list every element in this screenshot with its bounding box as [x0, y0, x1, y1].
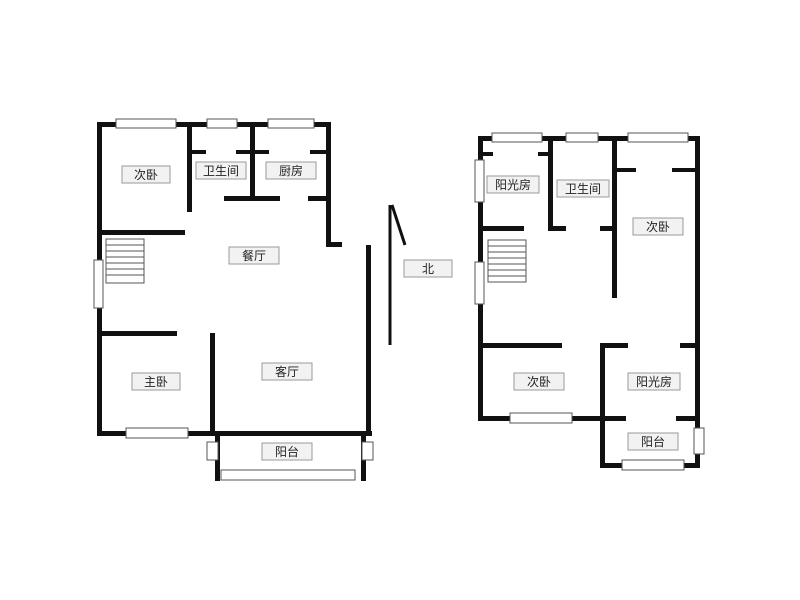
- window: [206, 441, 219, 461]
- right-floor-plan: 阳光房 卫生间 次卧 次卧 阳光房 阳台: [474, 132, 705, 471]
- window: [474, 261, 485, 305]
- svg-text:阳光房: 阳光房: [636, 374, 672, 389]
- wall: [250, 122, 255, 200]
- wall: [600, 343, 605, 468]
- room-label-sunroom-bottom: 阳光房: [627, 372, 681, 391]
- room-label-balcony: 阳台: [627, 432, 679, 451]
- compass-needle-icon: [390, 204, 407, 246]
- window: [693, 427, 705, 455]
- staircase: [105, 238, 145, 284]
- wall: [680, 343, 700, 348]
- wall: [672, 168, 696, 172]
- wall: [676, 416, 700, 421]
- wall: [192, 150, 206, 154]
- svg-text:次卧: 次卧: [134, 168, 158, 182]
- room-label-master-bedroom: 主卧: [131, 372, 181, 391]
- svg-text:餐厅: 餐厅: [242, 248, 266, 263]
- wall: [478, 343, 562, 348]
- wall: [310, 150, 326, 154]
- window: [93, 259, 104, 309]
- wall: [600, 343, 628, 348]
- room-label-living-room: 客厅: [261, 362, 313, 381]
- wall: [308, 196, 330, 201]
- window: [115, 118, 177, 129]
- room-label-balcony: 阳台: [261, 442, 313, 461]
- room-label-dining-room: 餐厅: [228, 246, 280, 265]
- wall: [187, 122, 192, 212]
- svg-text:主卧: 主卧: [144, 375, 168, 389]
- wall: [97, 331, 177, 336]
- svg-text:阳台: 阳台: [275, 444, 299, 459]
- svg-text:次卧: 次卧: [646, 220, 670, 234]
- room-label-bedroom-right: 次卧: [632, 217, 684, 236]
- room-label-bathroom: 卫生间: [556, 179, 610, 198]
- wall: [255, 150, 269, 154]
- wall: [614, 168, 636, 172]
- wall: [212, 431, 372, 436]
- window: [509, 412, 573, 424]
- left-room-labels: 次卧 卫生间 厨房 餐厅 主卧 客厅: [121, 161, 317, 461]
- wall: [236, 150, 250, 154]
- room-label-bedroom-bottom: 次卧: [513, 372, 565, 391]
- left-staircase: [105, 238, 145, 284]
- staircase: [487, 239, 527, 283]
- window: [565, 132, 599, 143]
- wall: [695, 136, 700, 421]
- wall: [538, 152, 550, 156]
- right-staircase: [487, 239, 527, 283]
- window: [125, 427, 189, 439]
- svg-text:厨房: 厨房: [279, 163, 303, 178]
- room-label-kitchen: 厨房: [265, 161, 317, 180]
- wall: [210, 333, 215, 436]
- window: [474, 159, 485, 203]
- wall: [97, 230, 185, 235]
- room-label-sunroom-top: 阳光房: [486, 175, 540, 194]
- window: [206, 118, 238, 129]
- window: [491, 132, 543, 143]
- wall: [548, 226, 566, 231]
- left-floor-plan: 次卧 卫生间 厨房 餐厅 主卧 客厅: [93, 118, 374, 481]
- wall: [224, 196, 280, 201]
- svg-text:次卧: 次卧: [527, 375, 551, 389]
- wall: [326, 242, 342, 247]
- window: [220, 469, 356, 481]
- right-room-labels: 阳光房 卫生间 次卧 次卧 阳光房 阳台: [486, 175, 684, 451]
- svg-text:客厅: 客厅: [275, 364, 299, 379]
- room-label-bathroom: 卫生间: [195, 161, 247, 180]
- wall: [480, 226, 524, 231]
- wall: [366, 245, 371, 435]
- window: [267, 118, 315, 129]
- right-windows: [474, 132, 705, 471]
- svg-text:卫生间: 卫生间: [203, 164, 239, 178]
- north-compass: 北: [388, 204, 453, 345]
- wall: [548, 136, 553, 226]
- compass-label-box: [403, 259, 453, 278]
- svg-text:阳光房: 阳光房: [495, 177, 531, 192]
- wall: [326, 122, 331, 247]
- window: [627, 132, 689, 143]
- wall: [600, 226, 614, 231]
- window: [621, 459, 685, 471]
- wall: [483, 152, 493, 156]
- left-windows: [93, 118, 374, 481]
- svg-text:卫生间: 卫生间: [565, 182, 601, 196]
- wall: [612, 136, 617, 298]
- window: [361, 441, 374, 461]
- svg-text:阳台: 阳台: [641, 434, 665, 449]
- room-label-bedroom-2: 次卧: [121, 165, 171, 184]
- compass-label: 北: [422, 262, 434, 276]
